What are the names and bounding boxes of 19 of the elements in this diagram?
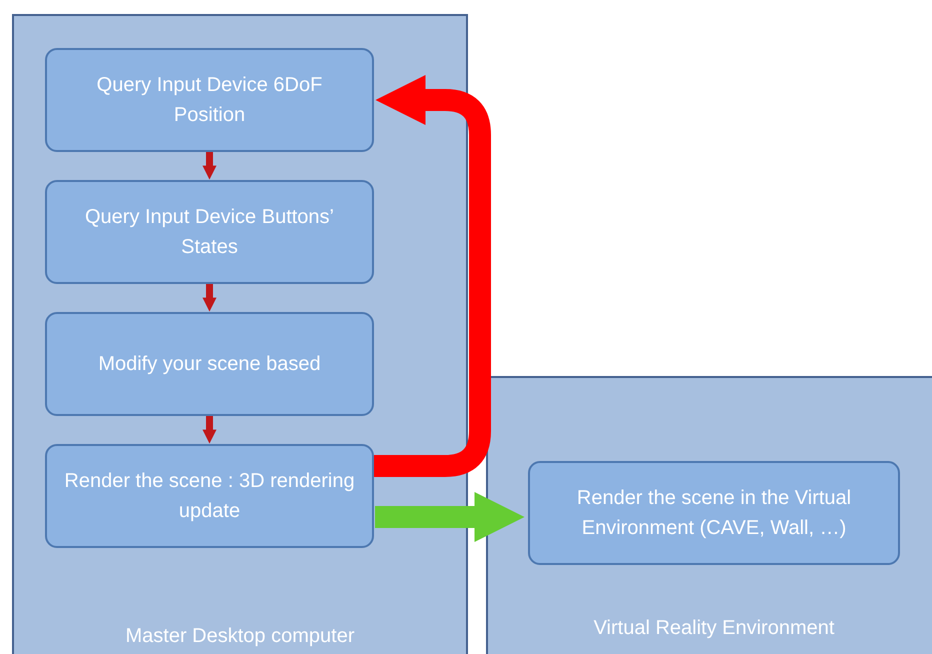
box-label: Render the scene in the Virtual Environment (CAVE, Wall, …) [576, 486, 852, 541]
arrow [202, 152, 216, 180]
block-arrow [375, 492, 524, 542]
arrow [202, 416, 216, 444]
box-label: Query Input Device Buttons’ States [84, 205, 335, 260]
process-box [45, 48, 374, 152]
process-box [45, 444, 374, 548]
box-label: Modify your scene based [98, 352, 321, 377]
box-label: Query Input Device 6DoF Position [96, 73, 324, 128]
panel-title: Virtual Reality Environment [592, 617, 836, 640]
arrow [202, 284, 216, 312]
box-label: Render the scene : 3D rendering update [63, 469, 356, 524]
computer-panel [486, 376, 932, 654]
block-arrow [374, 75, 491, 477]
panel-title: Master Desktop computer [124, 625, 356, 648]
process-box [45, 180, 374, 284]
process-box [528, 461, 900, 565]
computer-panel [12, 14, 468, 654]
process-box [45, 312, 374, 416]
